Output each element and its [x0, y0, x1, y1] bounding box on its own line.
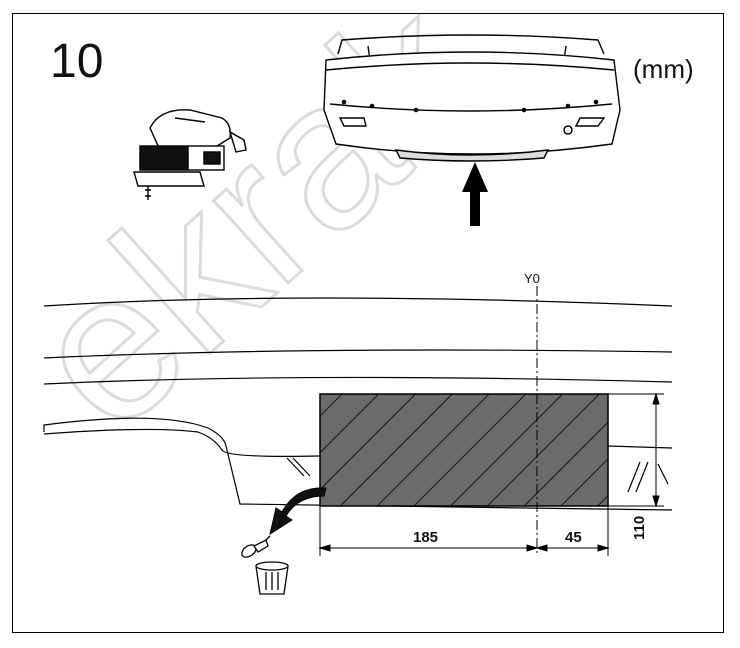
- cut-area: [319, 393, 609, 507]
- discard-arrow-icon: [269, 487, 327, 536]
- rear-bumper-icon: [323, 34, 621, 162]
- step-number: 10: [50, 35, 104, 88]
- dimension-lines: [318, 392, 664, 556]
- unit-label: (mm): [633, 54, 694, 84]
- bumper-outline: [43, 297, 673, 511]
- up-arrow-icon: [462, 162, 488, 226]
- dimension-185-label: 185: [413, 529, 439, 546]
- dimension-45-label: 45: [565, 529, 582, 546]
- clip-icon: [241, 535, 271, 558]
- jigsaw-icon: [133, 109, 247, 200]
- trash-can-icon: [255, 561, 289, 595]
- dimension-110-label: 110: [631, 515, 648, 540]
- y0-axis-label: Y0: [524, 271, 540, 286]
- diagram-frame: [12, 13, 724, 633]
